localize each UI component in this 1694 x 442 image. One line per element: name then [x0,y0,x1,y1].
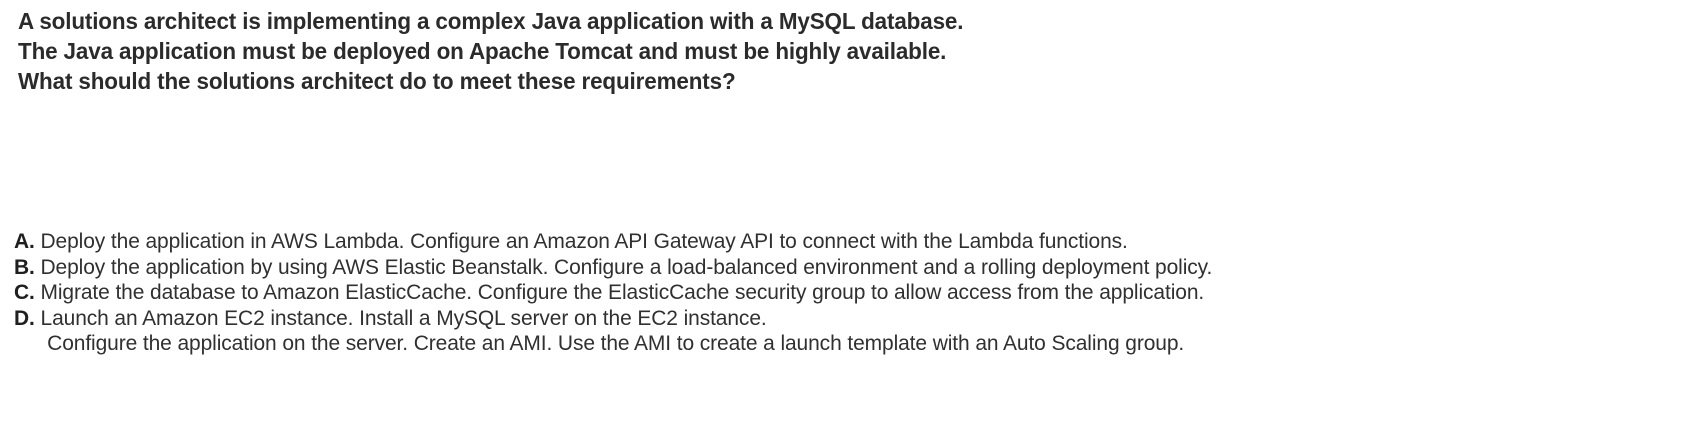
option-letter-a: A. [14,229,35,253]
option-text-b: Deploy the application by using AWS Elas… [40,254,1213,279]
question-line-3: What should the solutions architect do t… [18,68,736,94]
answer-option-d[interactable]: D. Launch an Amazon EC2 instance. Instal… [14,306,1684,357]
option-row[interactable]: C. Migrate the database to Amazon Elasti… [14,280,1642,306]
answer-option-b[interactable]: B. Deploy the application by using AWS E… [14,255,1684,281]
answer-option-a[interactable]: A. Deploy the application in AWS Lambda.… [14,229,1684,255]
option-text-c: Migrate the database to Amazon ElasticCa… [40,280,1205,304]
option-text-d: Launch an Amazon EC2 instance. Install a… [40,305,767,330]
option-row[interactable]: D. Launch an Amazon EC2 instance. Instal… [14,306,1642,332]
option-row[interactable]: B. Deploy the application by using AWS E… [14,255,1642,281]
option-text-a: Deploy the application in AWS Lambda. Co… [40,229,1128,253]
option-letter-d: D. [14,305,35,330]
answer-option-c[interactable]: C. Migrate the database to Amazon Elasti… [14,280,1684,306]
option-letter-c: C. [14,280,35,304]
option-letter-b: B. [14,254,35,279]
option-text-d-continuation: Configure the application on the server.… [47,331,1185,355]
question-stem: A solutions architect is implementing a … [18,6,1668,96]
answer-options-list: A. Deploy the application in AWS Lambda.… [14,229,1684,357]
question-line-1: A solutions architect is implementing a … [18,8,964,34]
question-line-2: The Java application must be deployed on… [18,38,947,64]
option-row[interactable]: A. Deploy the application in AWS Lambda.… [14,229,1642,255]
